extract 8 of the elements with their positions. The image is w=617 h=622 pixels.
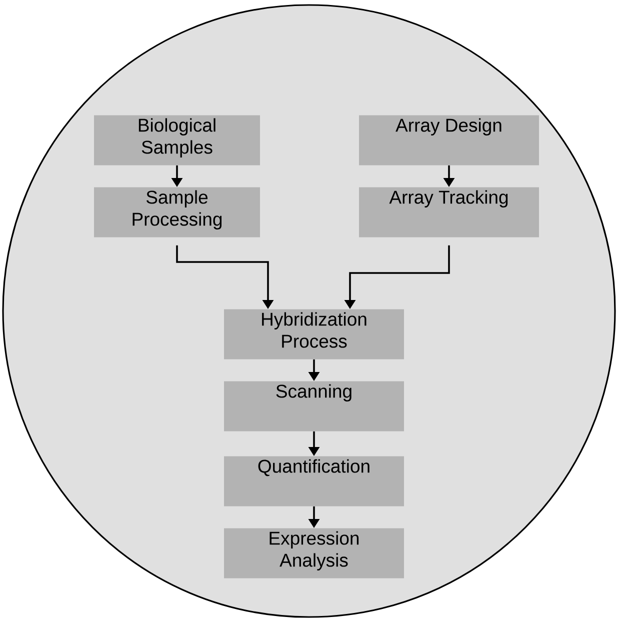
process-box: Hybridization Process	[224, 309, 404, 360]
process-box: Sample Processing	[94, 187, 260, 238]
process-box: Scanning	[224, 381, 404, 432]
process-box: Quantification	[224, 456, 404, 506]
process-box: Array Tracking	[359, 187, 539, 238]
process-box: Biological Samples	[94, 115, 260, 166]
process-box: Array Design	[359, 115, 539, 166]
process-box: Expression Analysis	[224, 528, 404, 578]
